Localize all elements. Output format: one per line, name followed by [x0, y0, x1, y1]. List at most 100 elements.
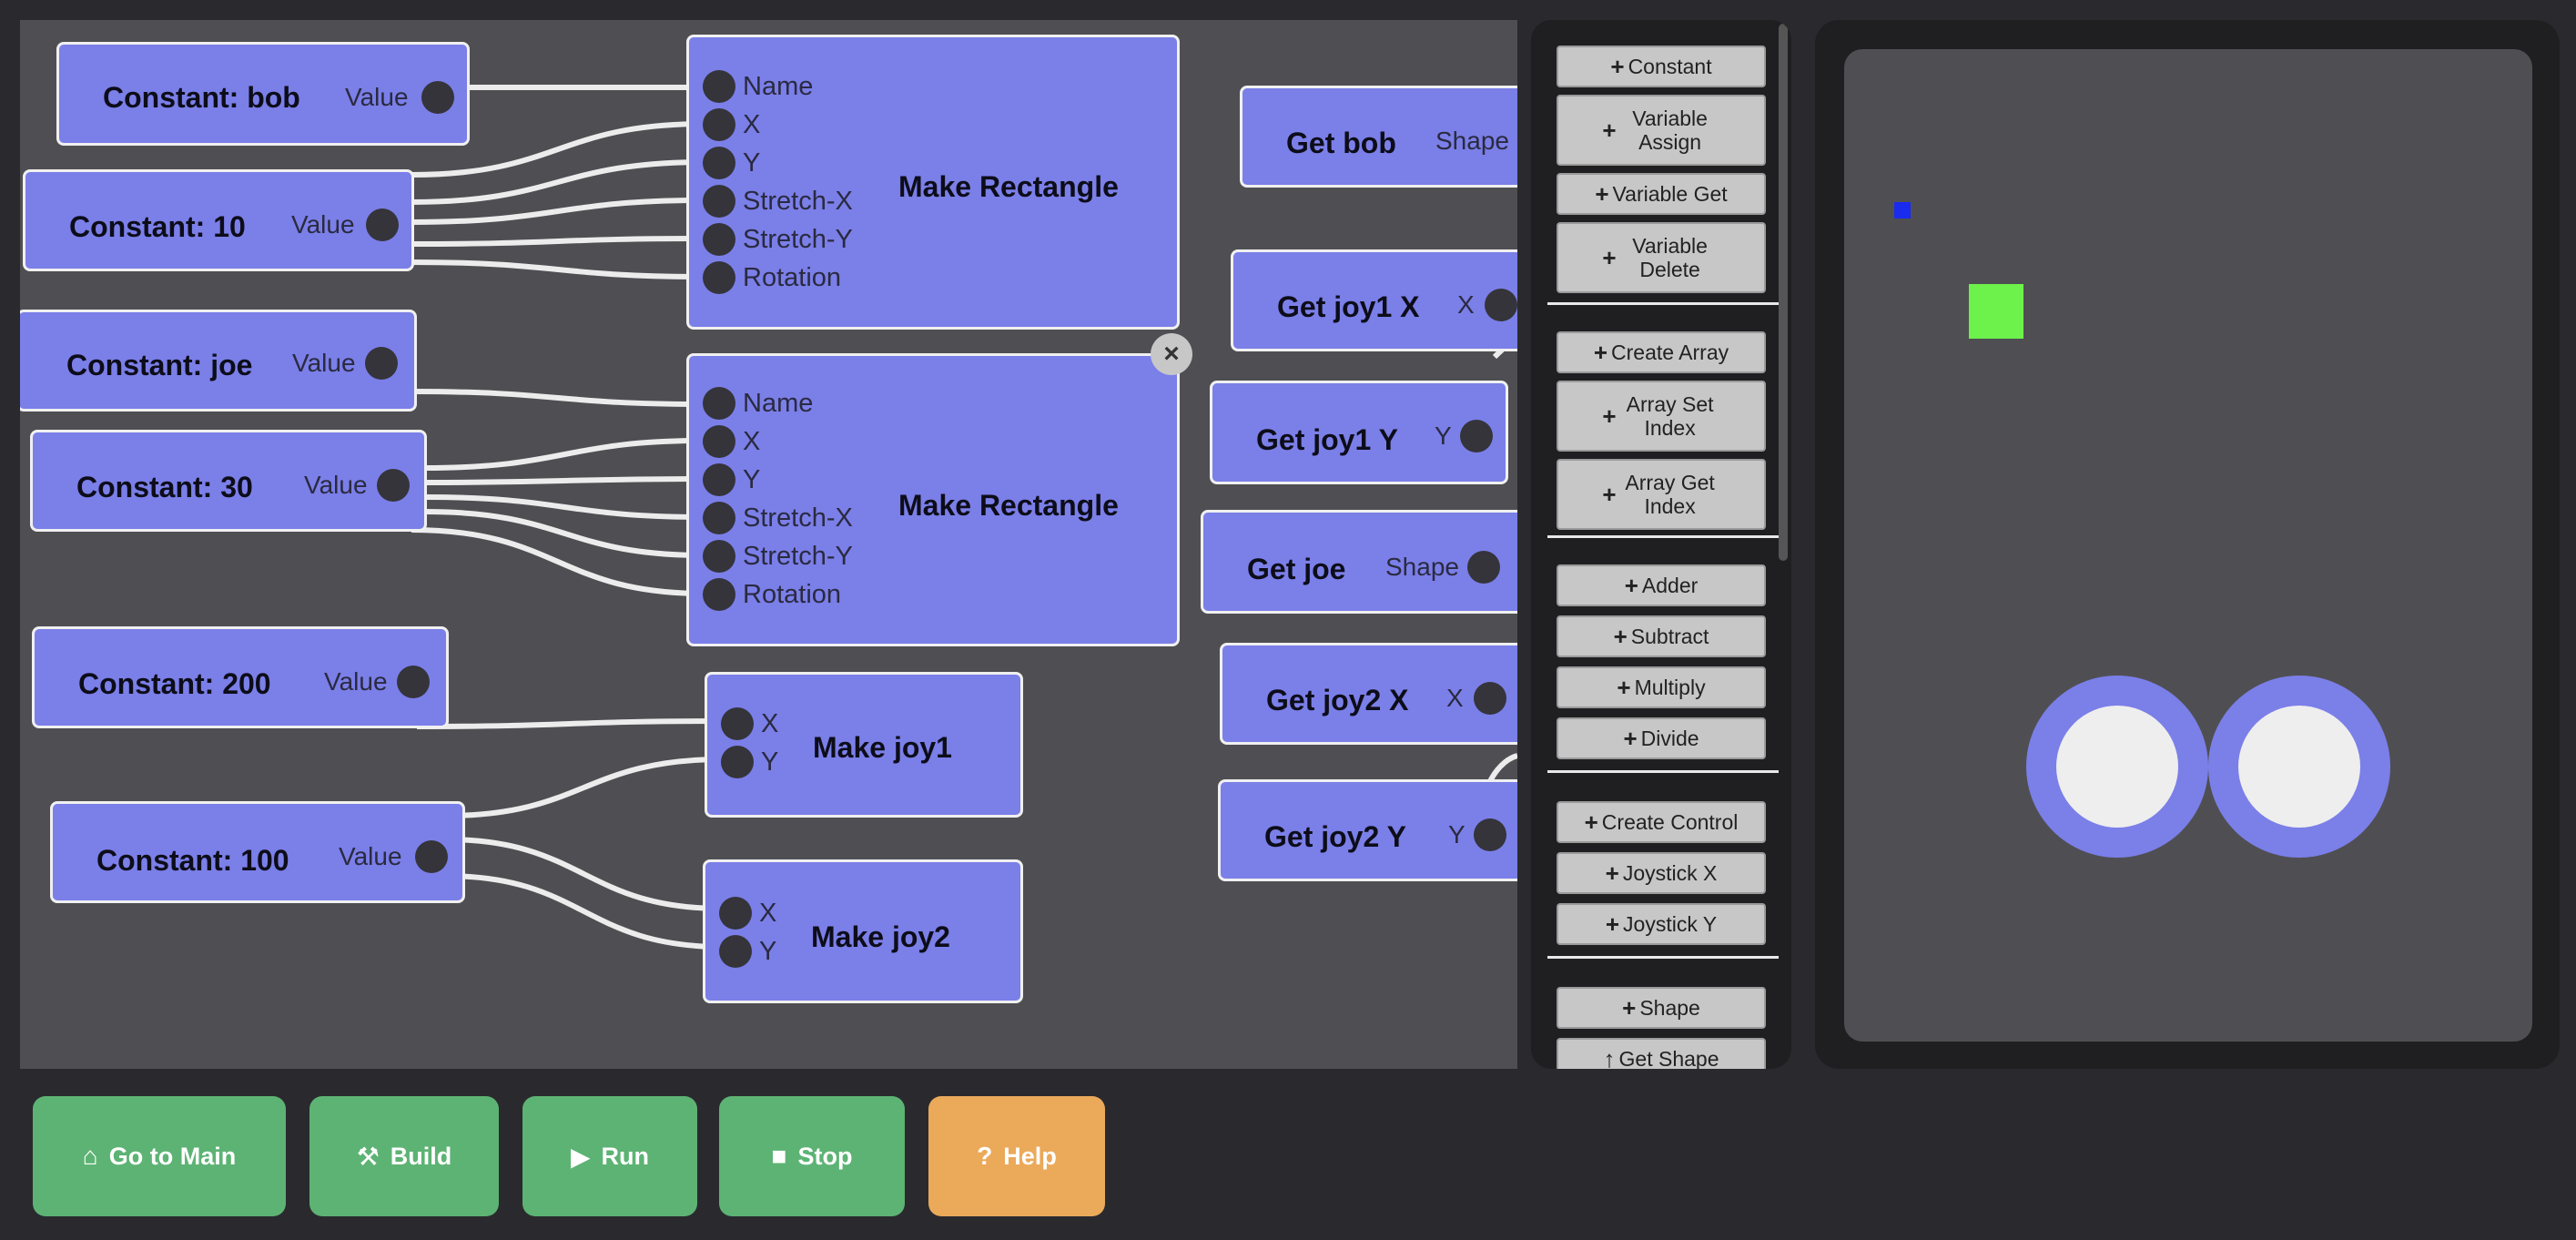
input-port[interactable]	[719, 897, 752, 930]
joystick-1[interactable]	[2026, 676, 2208, 858]
add-multiply-button[interactable]: +Multiply	[1557, 666, 1766, 708]
output-port[interactable]	[421, 81, 454, 114]
input-y: Y	[719, 935, 776, 968]
node-make-joy2[interactable]: X Y Make joy2	[703, 859, 1023, 1003]
add-variable-delete-button[interactable]: +Variable Delete	[1557, 222, 1766, 293]
output-port[interactable]	[1467, 551, 1500, 584]
plus-icon: +	[1593, 339, 1608, 366]
input-label: X	[759, 898, 777, 928]
node-get-bob[interactable]: Get bob Shape	[1240, 86, 1517, 188]
input-y: Y	[703, 147, 760, 179]
input-stretch-y: Stretch-Y	[703, 540, 853, 573]
run-button[interactable]: ▶Run	[522, 1096, 697, 1216]
output-port[interactable]	[365, 347, 398, 380]
node-constant-30[interactable]: Constant: 30 Value	[30, 430, 427, 532]
add-get-shape-button[interactable]: ↑Get Shape	[1557, 1038, 1766, 1069]
node-get-joy1-x[interactable]: Get joy1 X X	[1231, 249, 1517, 351]
close-node-button[interactable]: ×	[1151, 333, 1192, 375]
input-port[interactable]	[703, 502, 735, 534]
go-to-main-button[interactable]: ⌂Go to Main	[33, 1096, 286, 1216]
node-palette[interactable]: +Constant +Variable Assign +Variable Get…	[1531, 20, 1791, 1069]
palette-divider	[1547, 302, 1779, 305]
add-shape-button[interactable]: +Shape	[1557, 987, 1766, 1029]
input-port[interactable]	[703, 185, 735, 218]
button-label: Create Control	[1601, 810, 1739, 834]
plus-icon: +	[1595, 180, 1609, 208]
input-port[interactable]	[703, 463, 735, 496]
game-preview[interactable]	[1844, 49, 2532, 1042]
input-port[interactable]	[703, 108, 735, 141]
plus-icon: +	[1602, 244, 1617, 271]
node-get-joe[interactable]: Get joe Shape	[1201, 510, 1517, 614]
add-joystick-x-button[interactable]: +Joystick X	[1557, 852, 1766, 894]
input-label: Rotation	[743, 579, 842, 609]
output-port[interactable]	[1474, 682, 1506, 715]
wire	[444, 757, 724, 818]
plus-icon: +	[1610, 53, 1625, 80]
node-make-rectangle-2[interactable]: Name X Y Stretch-X Stretch-Y Rotation Ma…	[686, 353, 1180, 646]
input-label: Y	[743, 464, 761, 494]
input-port[interactable]	[703, 425, 735, 458]
add-create-control-button[interactable]: +Create Control	[1557, 801, 1766, 843]
node-constant-200[interactable]: Constant: 200 Value	[32, 626, 449, 728]
node-title: Get bob	[1286, 127, 1396, 159]
input-port[interactable]	[703, 578, 735, 611]
button-label: Constant	[1628, 55, 1712, 78]
button-label: Joystick X	[1622, 861, 1718, 885]
output-port[interactable]	[415, 840, 448, 873]
plus-icon: +	[1605, 859, 1619, 887]
input-port[interactable]	[703, 147, 735, 179]
node-constant-bob[interactable]: Constant: bob Value	[56, 42, 470, 146]
input-label: X	[743, 109, 761, 139]
node-make-joy1[interactable]: X Y Make joy1	[705, 672, 1023, 818]
output-port[interactable]	[1460, 420, 1493, 452]
joystick-2[interactable]	[2208, 676, 2390, 858]
add-array-get-index-button[interactable]: +Array Get Index	[1557, 459, 1766, 530]
joystick-knob[interactable]	[2056, 706, 2178, 828]
add-adder-button[interactable]: +Adder	[1557, 564, 1766, 606]
add-array-set-index-button[interactable]: +Array Set Index	[1557, 381, 1766, 452]
node-get-joy2-x[interactable]: Get joy2 X X	[1220, 643, 1517, 745]
stop-button[interactable]: ■Stop	[719, 1096, 905, 1216]
node-constant-100[interactable]: Constant: 100 Value	[50, 801, 465, 903]
add-variable-assign-button[interactable]: +Variable Assign	[1557, 95, 1766, 166]
node-get-joy1-y[interactable]: Get joy1 Y Y	[1210, 381, 1508, 484]
add-create-array-button[interactable]: +Create Array	[1557, 331, 1766, 373]
output-port[interactable]	[397, 666, 430, 698]
joystick-knob[interactable]	[2238, 706, 2360, 828]
help-button[interactable]: ?Help	[928, 1096, 1105, 1216]
button-label: Array Set Index	[1626, 392, 1714, 440]
input-x: X	[721, 707, 778, 740]
wire	[411, 389, 705, 407]
input-port[interactable]	[703, 261, 735, 294]
output-port[interactable]	[1485, 289, 1517, 321]
input-port[interactable]	[703, 70, 735, 103]
output-port[interactable]	[366, 208, 399, 241]
add-constant-button[interactable]: +Constant	[1557, 46, 1766, 87]
input-y: Y	[703, 463, 760, 496]
input-port[interactable]	[719, 935, 752, 968]
input-port[interactable]	[703, 540, 735, 573]
wire	[444, 837, 724, 911]
node-get-joy2-y[interactable]: Get joy2 Y Y	[1218, 779, 1517, 881]
node-title: Constant: joe	[66, 349, 253, 381]
add-variable-get-button[interactable]: +Variable Get	[1557, 173, 1766, 215]
input-port[interactable]	[703, 387, 735, 420]
input-port[interactable]	[721, 707, 754, 740]
input-port[interactable]	[721, 746, 754, 778]
palette-divider	[1547, 770, 1779, 773]
build-button[interactable]: ⚒Build	[309, 1096, 499, 1216]
palette-scrollbar[interactable]	[1779, 24, 1788, 561]
node-canvas[interactable]: Constant: bob Value Constant: 10 Value C…	[20, 20, 1517, 1069]
add-subtract-button[interactable]: +Subtract	[1557, 615, 1766, 657]
output-label: Shape	[1435, 127, 1509, 155]
node-constant-10[interactable]: Constant: 10 Value	[23, 169, 414, 271]
node-constant-joe[interactable]: Constant: joe Value	[20, 310, 417, 412]
output-port[interactable]	[377, 469, 410, 502]
button-label: Multiply	[1634, 676, 1706, 699]
output-port[interactable]	[1474, 818, 1506, 851]
input-port[interactable]	[703, 223, 735, 256]
add-divide-button[interactable]: +Divide	[1557, 717, 1766, 759]
node-make-rectangle-1[interactable]: Name X Y Stretch-X Stretch-Y Rotation Ma…	[686, 35, 1180, 330]
add-joystick-y-button[interactable]: +Joystick Y	[1557, 903, 1766, 945]
